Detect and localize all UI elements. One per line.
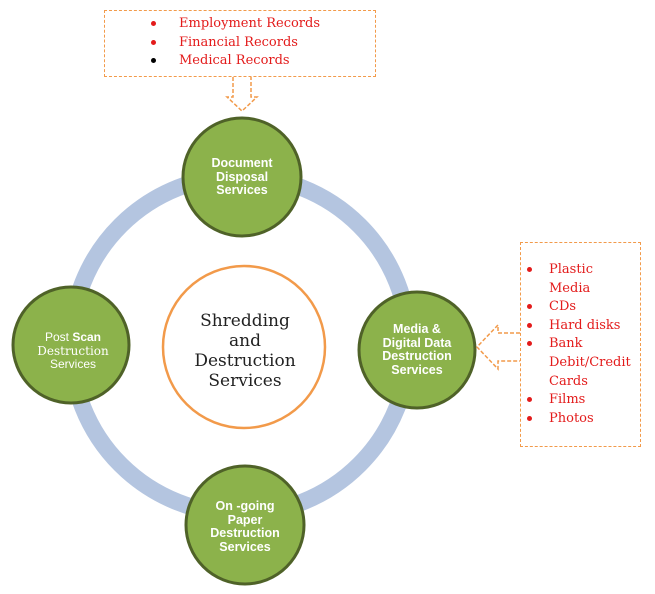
top-callout: Employment Records Financial Records Med… xyxy=(104,10,376,77)
list-item: Financial Records xyxy=(151,34,375,53)
list-item: Plastic Media xyxy=(527,261,611,298)
list-item: Bank Debit/Credit Cards xyxy=(527,335,641,391)
node-label-ongoing-paper: On -going Paper Destruction Services xyxy=(210,499,280,554)
bullet-icon xyxy=(527,397,532,403)
node-document-disposal[interactable] xyxy=(181,116,303,238)
node-post-scan[interactable] xyxy=(11,285,131,405)
node-label-post-scan: Post Scan Destruction Services xyxy=(37,330,109,371)
list-item: CDs xyxy=(527,298,640,317)
list-item: Hard disks xyxy=(527,317,640,336)
node-label-document-disposal: Document Disposal Services xyxy=(211,156,273,197)
bullet-icon xyxy=(527,304,532,310)
top-callout-arrow xyxy=(225,77,259,113)
list-item: Employment Records xyxy=(151,15,375,34)
bullet-icon xyxy=(527,322,532,328)
bullet-icon xyxy=(151,39,156,45)
node-label-media-digital: Media & Digital Data Destruction Service… xyxy=(382,322,452,377)
center-circle xyxy=(161,264,327,430)
node-ongoing-paper[interactable] xyxy=(184,464,306,586)
list-item: Photos xyxy=(527,410,640,429)
right-callout: Plastic Media CDs Hard disks Bank Debit/… xyxy=(520,242,641,447)
bullet-icon xyxy=(527,341,532,347)
bullet-icon xyxy=(527,267,532,272)
bullet-icon xyxy=(151,21,156,26)
list-item: Medical Records xyxy=(151,52,375,71)
bullet-icon xyxy=(151,58,156,63)
center-title: Shredding and Destruction Services xyxy=(194,311,296,391)
bullet-icon xyxy=(527,415,532,421)
node-media-digital[interactable] xyxy=(357,290,477,410)
list-item: Films xyxy=(527,391,640,410)
right-callout-arrow xyxy=(475,323,520,371)
